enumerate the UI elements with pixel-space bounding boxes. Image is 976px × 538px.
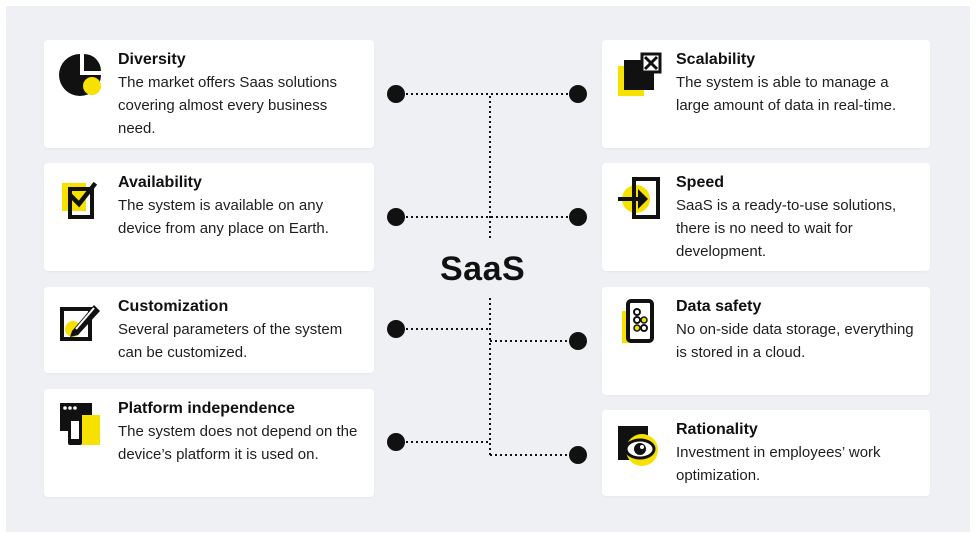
card-description: Investment in employees’ work optimizati… [676,444,881,484]
card-description: The system is available on any device fr… [118,197,329,237]
card-rationality: Rationality Investment in employees’ wor… [602,410,930,496]
node-dot [387,208,405,226]
card-title: Scalability [676,51,756,68]
card-title: Platform independence [118,400,295,417]
card-scalability: Scalability The system is able to manage… [602,40,930,148]
card-speed: Speed SaaS is a ready-to-use solutions, … [602,163,930,271]
phone-storage-icon [616,299,662,345]
node-dot [387,320,405,338]
node-dot [569,85,587,103]
login-arrow-icon [616,175,662,221]
card-customization: Customization Several parameters of the … [44,287,374,373]
node-dot [569,446,587,464]
card-title: Rationality [676,421,758,438]
multi-device-icon [58,401,104,447]
card-description: Several parameters of the system can be … [118,321,343,361]
diagram-center-title: SaaS [440,250,526,288]
pie-chart-icon [58,52,104,98]
checkmark-device-icon [58,175,104,221]
node-dot [387,85,405,103]
card-description: The system is able to manage a large amo… [676,74,897,114]
card-title: Data safety [676,298,762,315]
card-description: SaaS is a ready-to-use solutions, there … [676,197,897,260]
card-platform-independence: Platform independence The system does no… [44,389,374,497]
card-title: Availability [118,174,202,191]
card-diversity: Diversity The market offers Saas solutio… [44,40,374,148]
card-data-safety: Data safety No on-side data storage, eve… [602,287,930,395]
node-dot [569,332,587,350]
card-description: The market offers Saas solutions coverin… [118,74,337,137]
node-dot [387,433,405,451]
card-description: No on-side data storage, everything is s… [676,321,914,361]
eye-target-icon [616,422,662,468]
card-description: The system does not depend on the device… [118,423,358,463]
card-title: Diversity [118,51,186,68]
edit-pencil-icon [58,299,104,345]
card-availability: Availability The system is available on … [44,163,374,271]
card-title: Customization [118,298,229,315]
node-dot [569,208,587,226]
card-title: Speed [676,174,725,191]
scale-window-icon [616,52,662,98]
